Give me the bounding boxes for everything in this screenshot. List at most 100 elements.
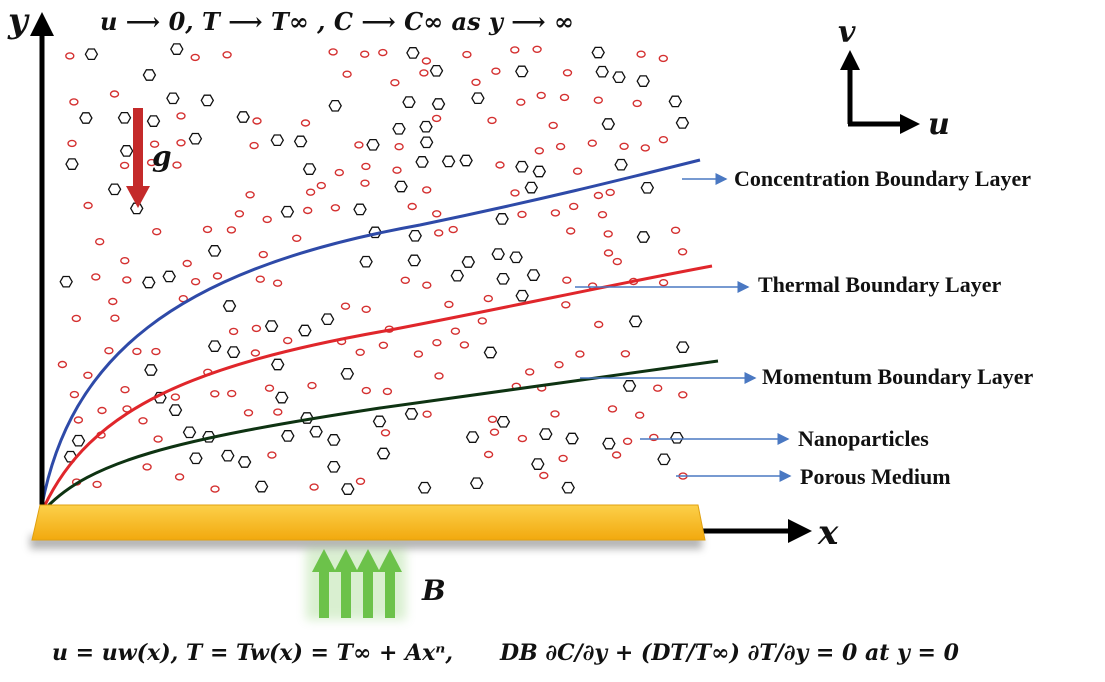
porous-grain	[591, 46, 605, 59]
nanoparticle	[174, 473, 185, 481]
porous-grain	[668, 95, 683, 108]
nanoparticle	[67, 139, 77, 148]
porous-grain	[207, 245, 222, 257]
nanoparticle	[419, 69, 429, 77]
nanoparticle	[653, 384, 663, 392]
nanoparticle	[432, 210, 442, 218]
nanoparticle	[132, 347, 142, 356]
porous-grain	[561, 481, 575, 494]
porous-grain	[368, 226, 382, 239]
porous-grain	[392, 122, 406, 135]
nanoparticle	[120, 386, 130, 394]
porous-grain	[515, 160, 529, 173]
nanoparticle	[587, 139, 597, 147]
porous-grain	[340, 367, 355, 380]
y-axis-label: y	[7, 1, 30, 41]
porous-grain	[676, 341, 690, 353]
nanoparticle	[572, 167, 583, 175]
porous-grain	[459, 154, 473, 167]
porous-grain	[496, 272, 510, 285]
nanoparticle	[640, 144, 650, 152]
nanoparticle	[575, 350, 585, 358]
nanoparticle	[612, 257, 622, 266]
nanoparticle	[491, 67, 501, 75]
porous-grain	[142, 276, 156, 289]
nanoparticle	[407, 202, 417, 211]
porous-grain	[483, 346, 498, 359]
porous-grain	[221, 449, 235, 462]
porous-grain	[237, 456, 252, 468]
nanoparticle	[222, 51, 232, 59]
nanoparticle	[622, 437, 633, 445]
porous-grain	[264, 320, 279, 332]
nanoparticle	[594, 320, 604, 329]
porous-grain	[524, 181, 539, 194]
nanoparticle	[632, 99, 642, 108]
nanoparticle	[422, 281, 432, 289]
nanoparticle	[83, 201, 93, 210]
nanoparticle	[190, 53, 200, 62]
porous-grain	[162, 270, 176, 283]
gravity-arrow	[126, 108, 150, 208]
porous-grain	[515, 289, 529, 302]
nanoparticle	[510, 189, 520, 197]
nanoparticle	[176, 112, 186, 120]
nanoparticle	[525, 368, 535, 376]
nanoparticle	[258, 250, 268, 259]
porous-grain	[372, 415, 387, 428]
nanoparticle	[228, 327, 239, 336]
porous-grain	[280, 205, 295, 218]
nanoparticle	[212, 272, 223, 280]
porous-grain	[84, 48, 99, 61]
nanoparticle	[517, 434, 528, 443]
nanoparticle	[534, 147, 544, 155]
porous-grain	[491, 248, 505, 260]
nanoparticle	[151, 347, 161, 356]
nanoparticle	[459, 341, 470, 349]
nanoparticle	[487, 415, 498, 423]
porous-grain	[376, 447, 391, 460]
porous-grain	[189, 452, 203, 465]
nanoparticle	[421, 57, 432, 65]
porous-grain	[59, 275, 73, 288]
porous-grain	[640, 181, 655, 194]
porous-grain	[461, 256, 476, 268]
nanoparticle	[360, 50, 370, 58]
nanoparticle	[593, 96, 603, 104]
concentration-boundary-curve	[40, 158, 701, 506]
nanoparticle	[151, 227, 162, 236]
nanoparticle	[483, 294, 493, 303]
porous-grain	[71, 434, 86, 447]
porous-grain	[417, 481, 432, 494]
porous-grain	[532, 165, 547, 178]
nanoparticle	[300, 119, 311, 127]
nanoparticle	[434, 372, 444, 380]
porous-grain	[614, 158, 628, 171]
nanoparticle	[354, 141, 364, 149]
porous-grain	[531, 458, 545, 470]
nanoparticle	[252, 117, 262, 125]
nanoparticle	[569, 202, 579, 211]
nanoparticle	[109, 90, 120, 98]
nanoparticle	[138, 417, 148, 425]
nanoparticle	[210, 390, 220, 398]
porous-grain	[182, 426, 197, 439]
porous-grain	[270, 134, 285, 147]
nanoparticle	[340, 302, 351, 310]
porous-grain	[144, 364, 158, 376]
porous-grain	[281, 430, 295, 442]
nanoparticle	[517, 210, 527, 219]
nanoparticle	[83, 371, 93, 379]
nanoparticle	[328, 48, 338, 56]
porous-grain	[146, 115, 161, 127]
nanoparticle	[272, 279, 283, 287]
nanoparticle	[142, 463, 152, 471]
porous-grain	[565, 432, 579, 445]
nanoparticle	[361, 162, 371, 171]
porous-grain	[170, 43, 184, 55]
thermal-layer-label: Thermal Boundary Layer	[758, 272, 1001, 297]
nanoparticle	[422, 186, 432, 194]
nanoparticle	[636, 50, 646, 58]
nanoparticle	[94, 237, 105, 246]
